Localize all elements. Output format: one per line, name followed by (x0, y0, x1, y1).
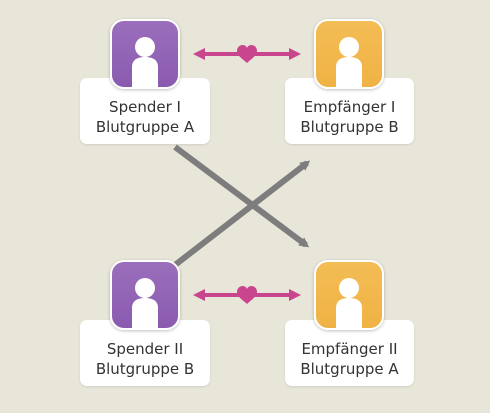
donor1-title: Spender I (109, 98, 181, 116)
recipient2-bloodgroup: Blutgruppe A (300, 360, 399, 378)
person-icon (336, 37, 362, 87)
donor1-card: Spender I Blutgruppe A (80, 78, 210, 144)
person-icon (336, 278, 362, 328)
person-icon (132, 37, 158, 87)
recipient1-title: Empfänger I (303, 98, 396, 116)
donor2-bloodgroup: Blutgruppe B (95, 360, 195, 378)
recipient2-card: Empfänger II Blutgruppe A (285, 320, 414, 386)
heart-icon (237, 45, 257, 63)
donor2-card: Spender II Blutgruppe B (80, 320, 210, 386)
recipient1-card: Empfänger I Blutgruppe B (285, 78, 414, 144)
donor2-avatar (110, 260, 180, 330)
recipient1-bloodgroup: Blutgruppe B (300, 118, 399, 136)
donor1-avatar (110, 19, 180, 89)
person-icon (132, 278, 158, 328)
cross-arrow-donor2-to-recipient1 (173, 160, 311, 268)
donor2-title: Spender II (106, 340, 184, 358)
donor1-bloodgroup: Blutgruppe A (95, 118, 195, 136)
recipient1-avatar (314, 19, 384, 89)
recipient2-avatar (314, 260, 384, 330)
heart-icon (237, 286, 257, 304)
recipient2-title: Empfänger II (301, 340, 398, 358)
cross-arrow-donor1-to-recipient2 (173, 144, 310, 248)
